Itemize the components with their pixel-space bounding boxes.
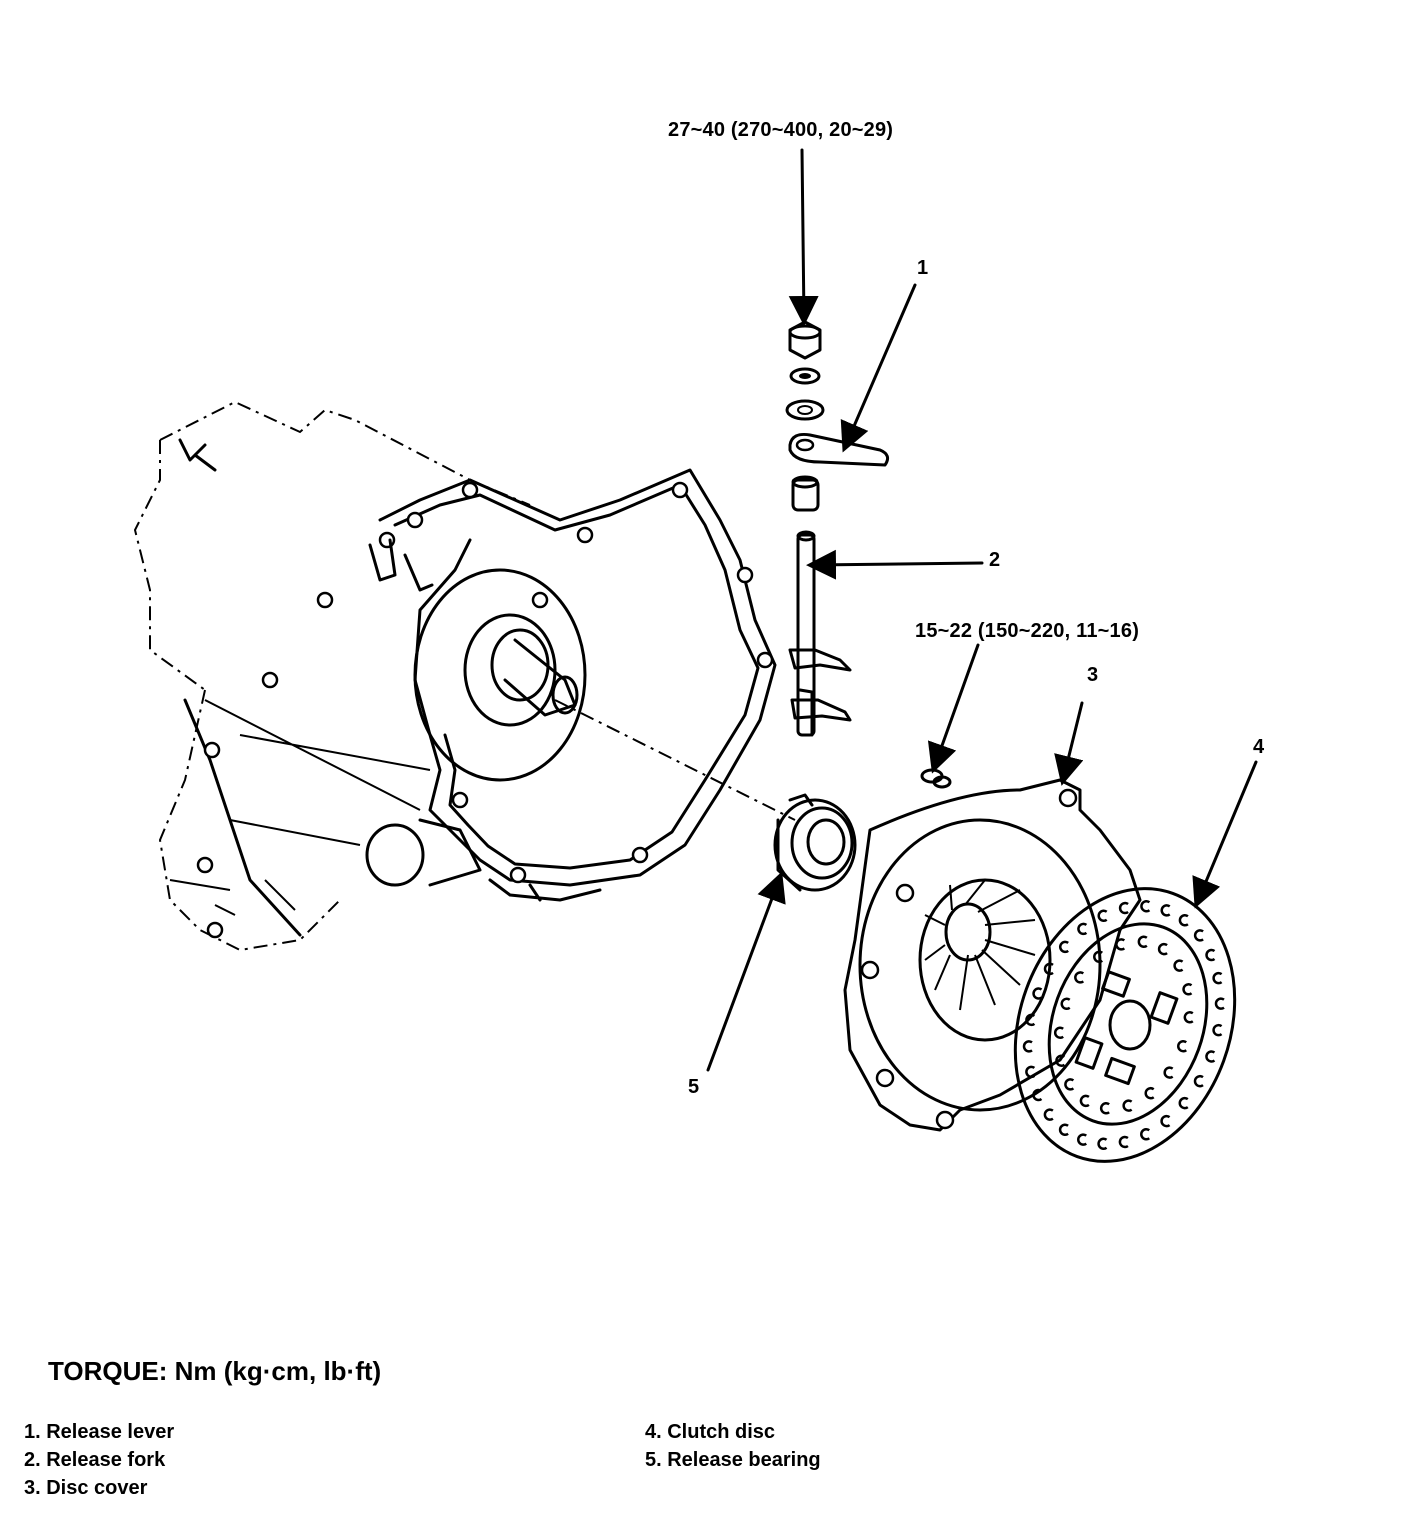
rivet <box>1193 929 1204 942</box>
transaxle-case <box>133 400 531 952</box>
rivet <box>1025 1065 1036 1079</box>
legend-item-5: 5. Release bearing <box>645 1449 821 1471</box>
rivet <box>1137 935 1148 948</box>
rivet <box>1173 959 1184 972</box>
rivet <box>1178 914 1189 927</box>
rivet <box>1212 971 1223 985</box>
rivet <box>1178 1096 1189 1110</box>
rivet <box>1212 1023 1223 1037</box>
rivet <box>1160 1114 1171 1128</box>
rivet <box>1022 1040 1033 1053</box>
shaft-centerline <box>554 699 796 821</box>
rivet <box>1055 1054 1066 1067</box>
leader-lines <box>706 148 1258 1072</box>
torque-spec-lower: 15~22 (150~220, 11~16) <box>915 620 1140 642</box>
rivet <box>1182 983 1193 996</box>
release-lever-assembly <box>785 320 890 512</box>
rivet <box>1060 997 1071 1011</box>
rivet <box>1205 948 1216 962</box>
legend-item-3: 3. Disc cover <box>24 1477 148 1499</box>
rivet <box>1053 1026 1064 1039</box>
torque-spec-upper: 27~40 (270~400, 20~29) <box>668 119 894 141</box>
rivet <box>1163 1066 1174 1079</box>
rivet <box>1214 997 1225 1010</box>
callout-3: 3 <box>1087 664 1099 686</box>
rivet <box>1144 1086 1155 1100</box>
rivet <box>1205 1050 1216 1063</box>
legend-item-1: 1. Release lever <box>24 1421 175 1443</box>
disc-cover-bolt <box>920 768 952 789</box>
rivet <box>1032 1088 1043 1102</box>
rivet <box>1183 1011 1194 1024</box>
rivet <box>1077 922 1088 936</box>
callout-2: 2 <box>989 549 1001 571</box>
release-fork <box>788 530 852 737</box>
rivet <box>1079 1094 1090 1108</box>
rivet <box>1097 909 1108 922</box>
rivet <box>1058 1123 1069 1136</box>
rivet <box>1093 950 1104 964</box>
rivet <box>1032 987 1043 1000</box>
callout-1: 1 <box>917 257 929 279</box>
rivet <box>1140 1128 1151 1141</box>
rivet <box>1157 942 1168 956</box>
rivet <box>1118 1135 1129 1149</box>
callout-5: 5 <box>688 1076 700 1098</box>
rivet <box>1064 1078 1075 1091</box>
rivet <box>1122 1099 1133 1112</box>
rivet <box>1043 1108 1054 1121</box>
rivet <box>1077 1133 1088 1146</box>
rivet <box>1193 1074 1204 1088</box>
rivet <box>1115 938 1126 951</box>
legend-item-4: 4. Clutch disc <box>645 1421 776 1443</box>
rivet <box>1140 900 1151 913</box>
torque-units-title: TORQUE: Nm (kg·cm, lb·ft) <box>48 1356 382 1386</box>
rivet <box>1074 971 1085 984</box>
rivet <box>1177 1039 1188 1053</box>
clutch-disc-rivets <box>1022 900 1225 1150</box>
rivet <box>1058 940 1069 954</box>
legend-item-2: 2. Release fork <box>24 1449 166 1471</box>
rivet <box>1160 904 1171 917</box>
rivet <box>1025 1013 1036 1027</box>
clutch-housing <box>196 468 777 939</box>
rivet <box>1118 901 1129 915</box>
rivet <box>1043 962 1054 976</box>
clutch-disc <box>1013 887 1237 1163</box>
rivet <box>1099 1102 1110 1115</box>
release-bearing <box>773 793 857 892</box>
disc-cover <box>843 778 1142 1132</box>
callout-4: 4 <box>1253 736 1265 758</box>
rivet <box>1097 1137 1108 1150</box>
